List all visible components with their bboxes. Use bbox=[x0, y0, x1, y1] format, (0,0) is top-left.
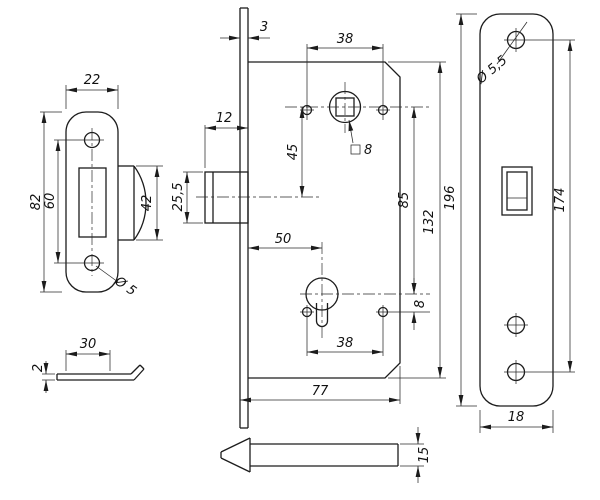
strike-plate-view: 22 82 60 42 Ø 5 bbox=[29, 73, 163, 299]
dim-bottom-hole-spacing: 38 bbox=[337, 336, 354, 351]
dust-cover-view: 30 2 bbox=[31, 337, 145, 393]
dim-faceplate-height: 196 bbox=[443, 186, 458, 211]
dim-spindle-to-latch: 45 bbox=[286, 144, 301, 161]
dim-latch-bolt-height: 15 bbox=[417, 447, 432, 464]
dim-case-width: 77 bbox=[312, 384, 329, 399]
latch-bolt-view: 15 bbox=[220, 427, 432, 483]
dim-cylinder-to-hole: 8 bbox=[413, 300, 428, 308]
faceplate-view: Ø 5,5 196 174 18 bbox=[443, 13, 575, 433]
dim-backset: 50 bbox=[275, 232, 292, 247]
dim-strike-hole-spacing: 60 bbox=[43, 193, 58, 210]
dim-spindle-to-cylinder: 85 bbox=[397, 192, 412, 209]
dim-latch-height: 25,5 bbox=[171, 183, 186, 212]
dim-strike-height: 82 bbox=[29, 194, 44, 211]
lock-body-view: 3 38 12 25,5 45 8 50 85 8 132 bbox=[171, 7, 446, 429]
dim-cover-width: 30 bbox=[80, 337, 97, 352]
dim-case-height: 132 bbox=[422, 210, 437, 235]
dim-latch-depth: 12 bbox=[216, 111, 233, 126]
dim-strike-hole-diameter: Ø 5 bbox=[111, 273, 139, 299]
dim-cover-thickness: 2 bbox=[31, 364, 46, 372]
dim-top-hole-spacing: 38 bbox=[337, 32, 354, 47]
dim-square-size: 8 bbox=[364, 143, 372, 158]
dim-faceplate-width: 18 bbox=[508, 410, 525, 425]
dim-faceplate-hole-spacing: 174 bbox=[553, 188, 568, 213]
dim-strike-width: 22 bbox=[84, 73, 101, 88]
dim-strike-box-height: 42 bbox=[140, 195, 155, 212]
dim-faceplate-hole-diameter: Ø 5,5 bbox=[473, 53, 510, 88]
dim-faceplate-thickness: 3 bbox=[260, 20, 268, 35]
